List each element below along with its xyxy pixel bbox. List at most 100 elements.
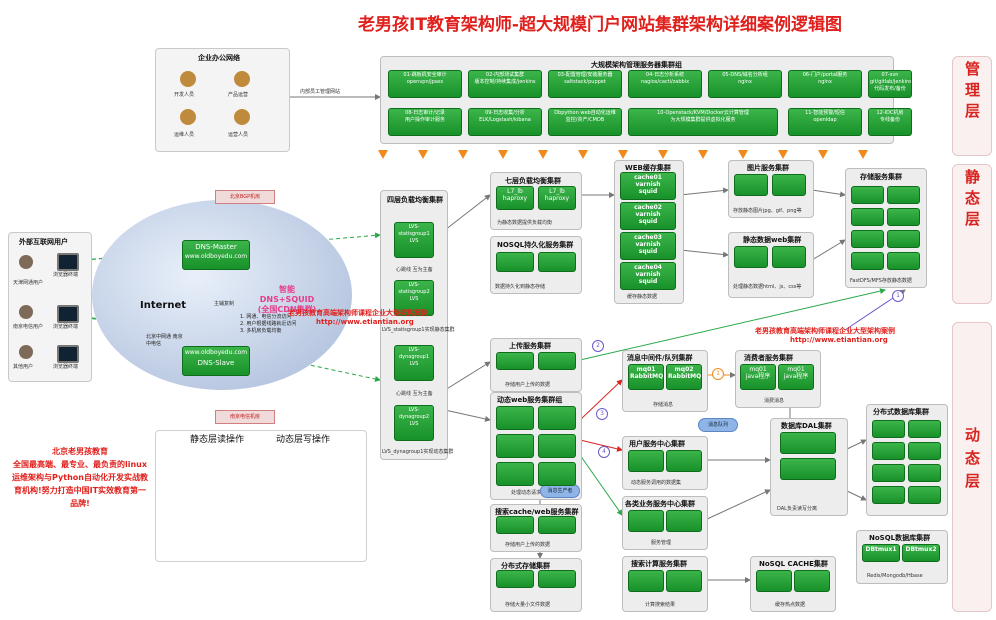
cache-node-2[interactable]: cache02 varnish squid <box>620 202 676 230</box>
dynweb-node[interactable] <box>538 406 576 430</box>
dfs-node-1[interactable] <box>496 570 534 588</box>
dns-slave-label: DNS-Slave <box>197 359 235 367</box>
mgmt-node-2[interactable]: 02-内部测试集群 版本控制/持续集成/jenkins <box>468 70 542 98</box>
storage-node[interactable] <box>851 230 884 248</box>
down-arrow-icon <box>658 150 668 159</box>
dns-master-node[interactable]: DNS-Master www.oldboyedu.com <box>182 240 250 270</box>
ddb-node[interactable] <box>908 486 941 504</box>
cache-node-1[interactable]: cache01 varnish squid <box>620 172 676 200</box>
upload-node-1[interactable] <box>496 352 534 370</box>
nosql-persist-node-2[interactable] <box>538 252 576 272</box>
lb7-node-2[interactable]: L7_lb haproxy <box>538 186 576 210</box>
usersvc-node-2[interactable] <box>666 450 702 472</box>
smart-dns-label: 智能DNS+SQUID (全国CDN集群) <box>257 285 317 314</box>
storage-node[interactable] <box>887 230 920 248</box>
ddb-node[interactable] <box>872 442 905 460</box>
dal-caption: DAL负责读写分离 <box>777 506 817 512</box>
dal-node-2[interactable] <box>780 458 836 480</box>
storage-node[interactable] <box>851 208 884 226</box>
cache-node-3[interactable]: cache03 varnish squid <box>620 232 676 260</box>
page-title: 老男孩IT教育架构师-超大规模门户网站集群架构详细案例逻辑图 <box>358 15 842 35</box>
cache-node-4[interactable]: cache04 varnish squid <box>620 262 676 290</box>
monitor-icon <box>57 253 79 271</box>
mgmt-node-10[interactable]: Dbpython web自动化运维 监控/资产/CMDB <box>548 108 622 136</box>
nosqldb-node-1[interactable]: DBtmux1 <box>862 544 900 562</box>
dynweb-node[interactable] <box>496 434 534 458</box>
watermark-url-2: http://www.etiantian.org <box>790 336 888 344</box>
nosqldb-node-2[interactable]: DBtmux2 <box>902 544 940 562</box>
mgmt-node-9[interactable]: 09-日志收集/分析 ELK/Logstash/kibana <box>468 108 542 136</box>
office-title: 企业办公网络 <box>198 54 240 62</box>
dns-slave-node[interactable]: www.oldboyedu.com DNS-Slave <box>182 346 250 376</box>
lvs-static-2[interactable]: LVS-statisgroup2 LVS <box>394 280 434 316</box>
ddb-node[interactable] <box>908 442 941 460</box>
nosqlcache-node-2[interactable] <box>794 570 830 592</box>
ddb-node[interactable] <box>908 420 941 438</box>
down-arrow-icon <box>378 150 388 159</box>
mgmt-node-5[interactable]: 05-DNS/域名分析组 nginx <box>708 70 782 98</box>
usersvc-node-1[interactable] <box>628 450 664 472</box>
lvs-static-1[interactable]: LVS-statisgroup1 LVS <box>394 222 434 258</box>
mq-node-2[interactable]: mq02 RabbitMQ <box>666 364 702 390</box>
lb7-node-1[interactable]: L7_lb haproxy <box>496 186 534 210</box>
nosql-persist-caption: 数据持久化到静态存储 <box>495 284 546 290</box>
nosql-persist-node-1[interactable] <box>496 252 534 272</box>
consumer-node-1[interactable]: mq01 java程序 <box>740 364 776 390</box>
consumer-node-2[interactable]: mq01 java程序 <box>778 364 814 390</box>
watermark-2: 老男孩教育高端架构师课程企业大型架构案例 <box>755 327 895 335</box>
consumer-caption: 消费消息 <box>764 398 785 404</box>
img-node-1[interactable] <box>734 174 768 196</box>
dynweb-node[interactable] <box>496 462 534 486</box>
mgmt-node-1[interactable]: 01-跳板机安全审计 openvpn/jpass <box>388 70 462 98</box>
dynweb-node[interactable] <box>496 406 534 430</box>
dynweb-node[interactable] <box>538 462 576 486</box>
nosql-persist-title: NOSQL持久化服务集群 <box>497 241 574 249</box>
storage-node[interactable] <box>887 186 920 204</box>
storage-node[interactable] <box>887 252 920 270</box>
search-caption: 存储用户上传的数据 <box>505 542 551 548</box>
mgmt-node-8[interactable]: 08-日志审计/记录 用户操作审计服务 <box>388 108 462 136</box>
searchcalc-node-2[interactable] <box>666 570 702 592</box>
storage-node[interactable] <box>851 186 884 204</box>
dynweb-node[interactable] <box>538 434 576 458</box>
staticweb-node-1[interactable] <box>734 246 768 268</box>
search-node-1[interactable] <box>496 516 534 534</box>
img-caption: 存放静态图片jpg、gif、png等 <box>733 208 802 214</box>
office-role-4: 运营人员 <box>228 132 249 138</box>
mq-node-1[interactable]: mq01 RabbitMQ <box>628 364 664 390</box>
ddb-node[interactable] <box>908 464 941 482</box>
storage-caption: FastDFS/MFS存放静态数据 <box>850 278 912 284</box>
ddb-node[interactable] <box>872 420 905 438</box>
nosqlcache-node-1[interactable] <box>756 570 792 592</box>
mgmt-node-13[interactable]: 12-IDC机房 专线备份 <box>868 108 912 136</box>
staticweb-node-2[interactable] <box>772 246 806 268</box>
nosqlcache-caption: 缓存热点数据 <box>775 602 806 608</box>
dfs-node-2[interactable] <box>538 570 576 588</box>
storage-node[interactable] <box>887 208 920 226</box>
bizsvc-node-2[interactable] <box>666 510 702 532</box>
ddb-node[interactable] <box>872 486 905 504</box>
upload-node-2[interactable] <box>538 352 576 370</box>
mgmt-node-12[interactable]: 11-智能预警/短信 openldap <box>788 108 862 136</box>
bizsvc-caption: 服务管理 <box>651 540 672 546</box>
searchcalc-node-1[interactable] <box>628 570 664 592</box>
img-node-2[interactable] <box>772 174 806 196</box>
mgmt-node-7[interactable]: 07-svn git/gitlab/jenkins 代码发布/备份 <box>868 70 912 98</box>
promo-text: 北京老男孩教育 全国最高端、最专业、最负责的linux运维架构与Python自动… <box>12 447 148 508</box>
mgmt-node-4[interactable]: 04-日志分析系统 nagios/cacti/zabbix <box>628 70 702 98</box>
dal-node-1[interactable] <box>780 432 836 454</box>
down-arrow-icon <box>578 150 588 159</box>
lvs-dynamic-1[interactable]: LVS-dynagroup1 LVS <box>394 345 434 381</box>
watermark-1: 老男孩教育高端架构师课程企业大型架构案例 <box>288 309 428 317</box>
lvs-dynamic-2[interactable]: LVS-dynagroup2 LVS <box>394 405 434 441</box>
storage-node[interactable] <box>851 252 884 270</box>
mgmt-node-6[interactable]: 06-门户/portal服务 nginx <box>788 70 862 98</box>
search-node-2[interactable] <box>538 516 576 534</box>
down-arrow-icon <box>858 150 868 159</box>
bizsvc-node-1[interactable] <box>628 510 664 532</box>
searchcalc-caption: 计算搜索结果 <box>645 602 676 608</box>
ddb-node[interactable] <box>872 464 905 482</box>
mgmt-node-11[interactable]: 10-Openstack/KVM/Docker云计算管理 为大规模集群提供虚拟化… <box>628 108 778 136</box>
mgmt-node-3[interactable]: 03-配置管理/安装服务器 saltstack/puppet <box>548 70 622 98</box>
